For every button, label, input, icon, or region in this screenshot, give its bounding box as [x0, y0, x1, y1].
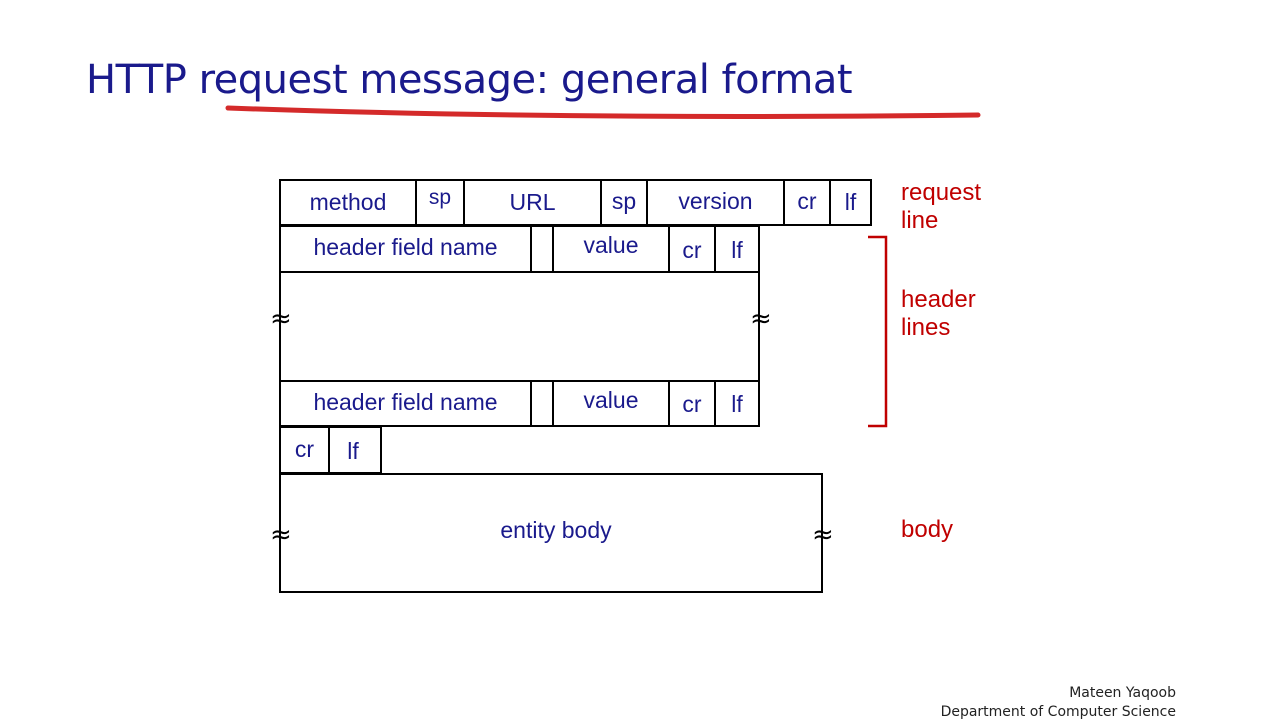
header-lf-1: lf — [731, 236, 743, 263]
entity-ellipsis-right: ≈ — [812, 520, 834, 550]
entity-top-edge — [279, 473, 823, 475]
title-prefix: HTTP — [86, 57, 187, 103]
header-field-name-1: header field name — [313, 233, 498, 260]
sp-field-1: sp — [428, 185, 452, 209]
entity-right-edge — [821, 473, 823, 593]
body-label: body — [901, 516, 954, 543]
header-line-1-box — [279, 225, 760, 273]
header-ellipsis-right: ≈ — [750, 304, 772, 334]
header-ellipsis-left: ≈ — [270, 304, 292, 334]
method-field: method — [309, 189, 387, 215]
url-field: URL — [509, 189, 556, 215]
header-region-left-edge — [279, 272, 281, 382]
entity-ellipsis-left: ≈ — [270, 520, 292, 550]
title-main: request message: general format — [186, 57, 853, 103]
header-lines-label: header lines — [901, 286, 976, 341]
header-field-name-2: header field name — [313, 389, 498, 415]
header-value-1: value — [583, 231, 639, 258]
entity-bottom-edge — [279, 591, 823, 593]
header-value-2: value — [583, 387, 639, 413]
entity-body-label: entity body — [500, 516, 612, 543]
header-line-2-box — [279, 380, 760, 427]
header-lf-2: lf — [731, 391, 743, 417]
header-region-right-edge — [758, 272, 760, 382]
version-field: version — [678, 188, 753, 214]
sp-field-2: sp — [611, 188, 637, 214]
blank-line-lf: lf — [347, 437, 359, 464]
request-line-box — [279, 179, 872, 226]
footer-department: Department of Computer Science — [940, 704, 1176, 720]
request-line-label: request line — [901, 179, 982, 234]
footer-author: Mateen Yaqoob — [1069, 685, 1176, 701]
request-lf-field: lf — [844, 189, 857, 215]
request-cr-field: cr — [797, 188, 817, 214]
blank-line-cr: cr — [294, 435, 315, 462]
slide-title: HTTP request message: general format — [86, 57, 853, 103]
entity-left-edge — [279, 473, 281, 593]
header-cr-2: cr — [682, 391, 702, 417]
header-cr-1: cr — [682, 236, 702, 263]
